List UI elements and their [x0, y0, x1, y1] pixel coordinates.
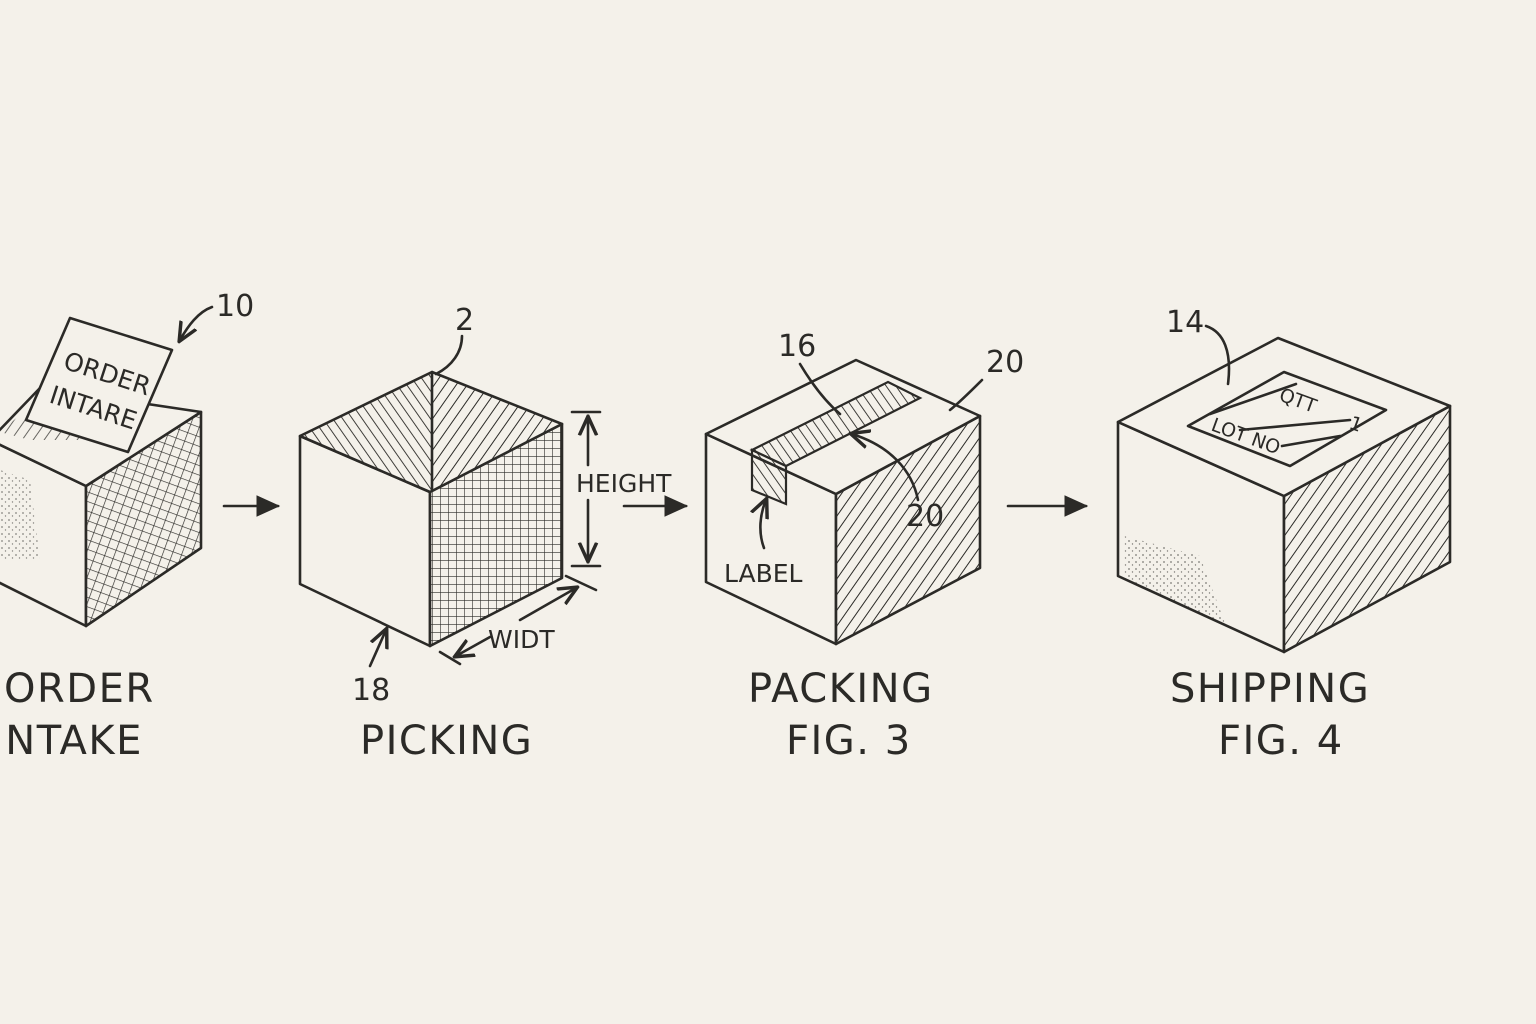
fig3-title-line2: FIG. 3 — [786, 718, 912, 764]
fig4-label-line-1 — [1208, 382, 1298, 416]
fig3-ref-arrow-leader — [852, 434, 920, 502]
fig2-width-line-right — [518, 588, 576, 622]
fig2-ref-bottom: 18 — [352, 673, 390, 708]
fig2-inner-right-hatch — [430, 372, 562, 492]
fig2-title: PICKING — [360, 718, 533, 764]
fig2-height-label: HEIGHT — [576, 469, 672, 498]
fig4-title-line2: FIG. 4 — [1218, 718, 1344, 764]
fig3-tape-flap — [750, 448, 788, 506]
fig4-label-line-3 — [1280, 434, 1342, 448]
fig3-packing: 16 20 20 LABEL PACKING FIG. 3 — [704, 329, 1024, 764]
fig4-title-line1: SHIPPING — [1170, 666, 1370, 712]
fig4-right-hatch — [1284, 406, 1450, 652]
fig4-ref-number: 14 — [1166, 305, 1204, 340]
fig1-ref-number: 10 — [216, 289, 254, 324]
fig2-ref-top-leader — [434, 334, 464, 376]
fig4-label-line-2 — [1238, 418, 1352, 432]
fig1-front-stipple — [0, 470, 40, 560]
fig1-title-line1: ORDER — [4, 666, 155, 712]
fig3-ref-tape-leader — [798, 362, 842, 416]
fig2-width-tick-right — [564, 574, 598, 592]
fig3-ref-box: 20 — [986, 345, 1024, 380]
fig2-width-label: WIDT — [488, 625, 555, 654]
fig1-order-intake: ORDER INTARE 10 ORDER INTAKE — [0, 289, 254, 764]
fig2-picking: 2 HEIGHT WIDT 18 PICKING — [298, 303, 672, 764]
fig3-label-leader — [760, 500, 766, 550]
fig4-ref-leader — [1204, 324, 1231, 386]
fig1-ref-leader — [180, 305, 214, 340]
fig2-right-grid — [430, 424, 562, 646]
fig3-ref-arrow: 20 — [906, 499, 944, 534]
fig4-shipping-label — [1186, 370, 1388, 468]
fig2-ref-top: 2 — [455, 303, 474, 338]
fig1-title-line2: INTAKE — [0, 718, 143, 764]
fig1-right-hatch — [86, 412, 201, 626]
fig3-label: LABEL — [724, 559, 803, 588]
fig2-width-line-left — [456, 635, 492, 656]
fig2-width-tick-left — [438, 650, 462, 666]
fig3-ref-box-leader — [948, 378, 984, 412]
fig3-right-hatch — [836, 416, 980, 644]
fig2-ref-bottom-leader — [368, 630, 386, 668]
fig4-shipping: QTT 1 LOT NO 14 SHIPPING FIG. 4 — [1116, 305, 1452, 764]
fig3-ref-tape: 16 — [778, 329, 816, 364]
fig4-front-stipple — [1124, 536, 1226, 626]
fig1-order-card — [24, 316, 174, 454]
fig3-title-line1: PACKING — [748, 666, 934, 712]
fig2-inner-left-hatch — [300, 372, 432, 492]
